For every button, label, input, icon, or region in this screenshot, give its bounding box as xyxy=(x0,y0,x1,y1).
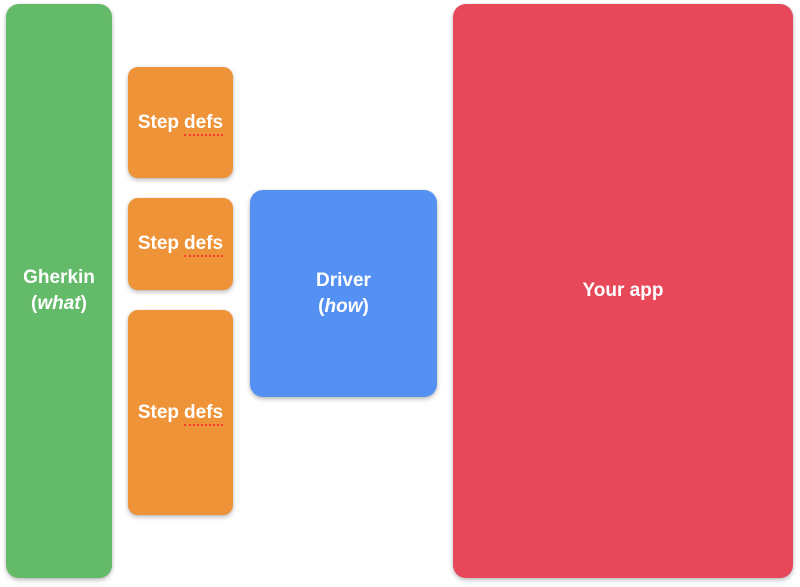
your-app-box: Your app xyxy=(453,4,793,578)
driver-label: Driver (how) xyxy=(312,264,375,324)
step-defs-word2-misspelled: defs xyxy=(184,111,224,136)
gherkin-paren-open: ( xyxy=(31,293,38,314)
driver-title: Driver xyxy=(316,269,371,291)
step-defs-word1: Step xyxy=(137,233,180,254)
step-defs-word2-misspelled: defs xyxy=(184,233,224,257)
driver-paren-open: ( xyxy=(318,295,325,317)
driver-subtitle: (how) xyxy=(318,296,369,317)
step-defs-word2-misspelled: defs xyxy=(184,401,224,426)
gherkin-box: Gherkin (what) xyxy=(6,4,112,578)
gherkin-label: Gherkin (what) xyxy=(19,261,99,321)
step-defs-word1: Step xyxy=(137,111,180,133)
gherkin-title: Gherkin xyxy=(23,267,95,288)
driver-paren-close: ) xyxy=(362,295,369,317)
gherkin-paren-close: ) xyxy=(80,293,87,314)
driver-emphasis-word: how xyxy=(324,295,363,317)
gherkin-subtitle: (what) xyxy=(31,293,87,314)
gherkin-emphasis-word: what xyxy=(37,293,81,314)
your-app-label: Your app xyxy=(579,274,668,308)
driver-box: Driver (how) xyxy=(250,190,437,397)
your-app-title: Your app xyxy=(582,280,664,301)
step-defs-word1: Step xyxy=(137,401,180,423)
